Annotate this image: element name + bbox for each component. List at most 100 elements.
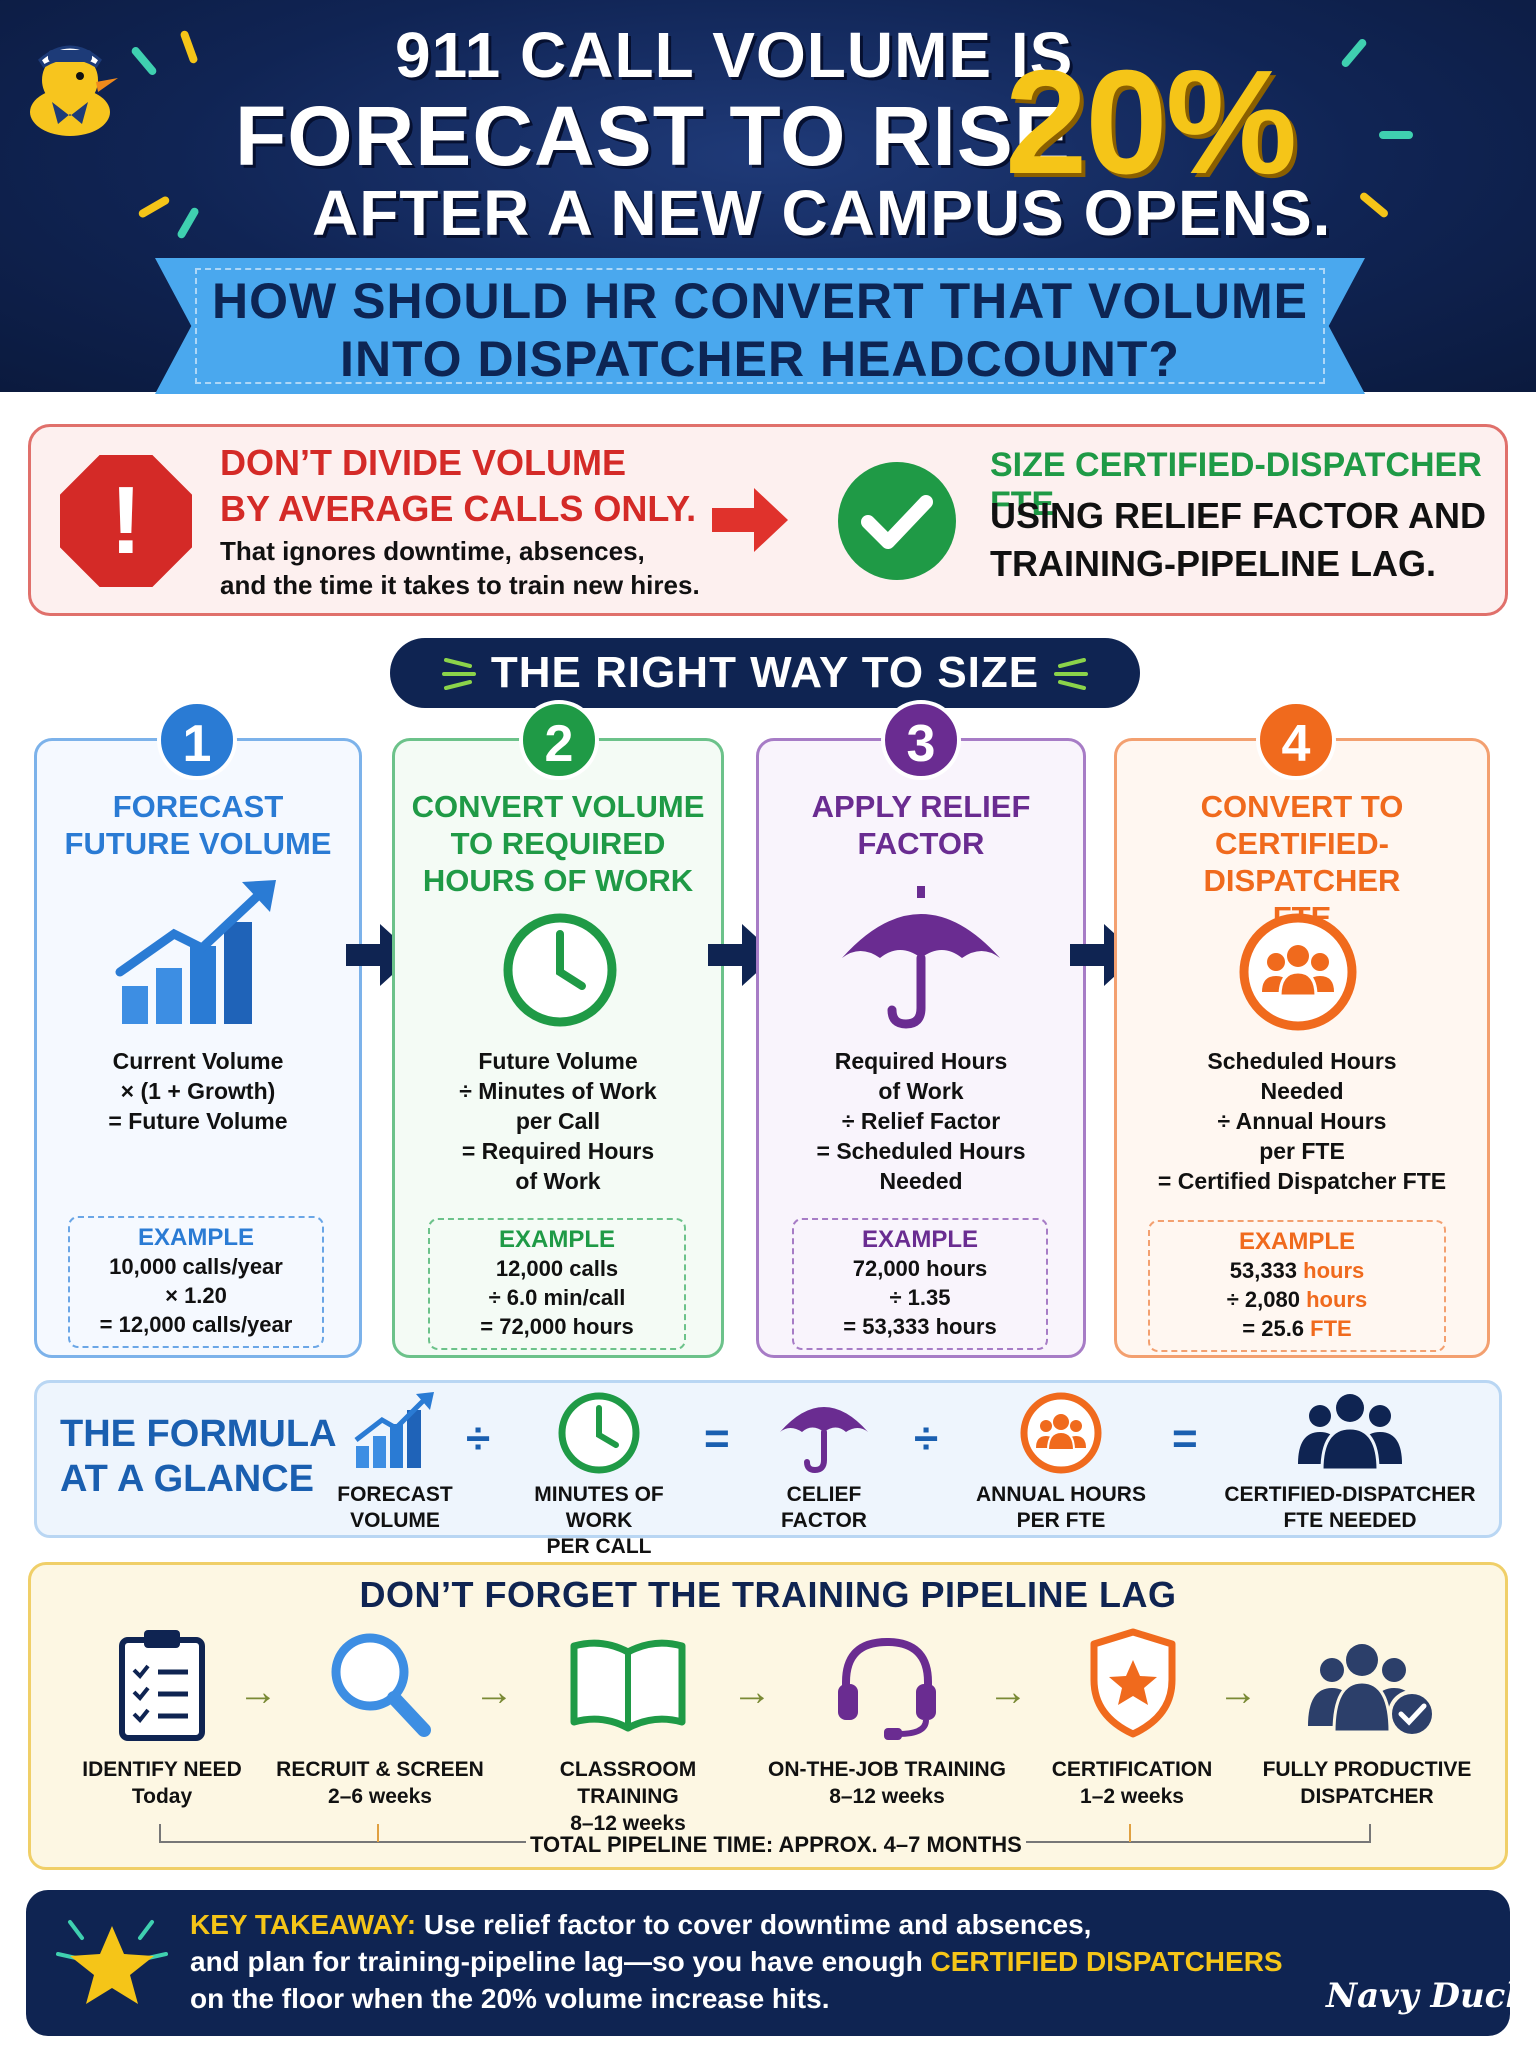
step-4-title-line: CONVERT TO — [1200, 789, 1404, 824]
step-4-title-line: CERTIFIED-DISPATCHER — [1203, 826, 1401, 898]
stage-duration: 2–6 weeks — [328, 1785, 432, 1808]
step-number-2: 2 — [519, 700, 599, 780]
example-label: EXAMPLE — [861, 1226, 978, 1253]
step-card-1 — [34, 738, 362, 1358]
formula-line: = Required Hours — [461, 1138, 655, 1164]
dispatcher-team-icon — [1298, 1394, 1402, 1472]
step-2-title-line: TO REQUIRED — [450, 826, 666, 861]
stage-name: RECRUIT & SCREEN — [276, 1758, 484, 1781]
step-1-title-line: FUTURE VOLUME — [64, 826, 332, 861]
step-2-title: CONVERT VOLUME TO REQUIRED HOURS OF WORK — [400, 788, 716, 899]
step-3-title-line: FACTOR — [857, 826, 985, 861]
wrong-heading-line-2: BY AVERAGE CALLS ONLY. — [220, 488, 697, 529]
step-3-title: APPLY RELIEF FACTOR — [764, 788, 1078, 862]
pipeline-stage-identify: IDENTIFY NEED Today — [64, 1756, 260, 1810]
star-icon — [56, 1920, 168, 2004]
formula-line: Needed — [879, 1168, 963, 1194]
right-approach-heading: SIZE CERTIFIED-DISPATCHER FTE — [990, 446, 1482, 523]
exclamation-icon: ! — [110, 467, 142, 574]
title-line-3: AFTER A NEW CAMPUS OPENS. — [312, 177, 1332, 249]
stage-duration: 8–12 weeks — [829, 1785, 945, 1808]
glance-label-relief-factor: CELIEF FACTOR — [754, 1482, 894, 1534]
step-1-title: FORECAST FUTURE VOLUME — [44, 788, 352, 862]
example-label: EXAMPLE — [498, 1226, 615, 1253]
question-line-2: INTO DISPATCHER HEADCOUNT? — [340, 331, 1180, 387]
rising-bar-chart-icon — [115, 880, 276, 1024]
formula-line: Current Volume — [112, 1048, 284, 1074]
umbrella-icon — [842, 886, 1000, 1029]
glance-label-line: FORECAST — [337, 1483, 453, 1506]
example-unit: FTE — [1304, 1316, 1352, 1341]
equals-operator: = — [1172, 1414, 1198, 1463]
formula-glance-title: THE FORMULA AT A GLANCE — [60, 1412, 337, 1502]
clipboard-icon — [119, 1630, 205, 1741]
sparkle-right-icon — [1054, 658, 1088, 690]
title-line-2: FORECAST TO RISE — [235, 89, 1071, 183]
step-card-3 — [756, 738, 1086, 1358]
step-3-title-line: APPLY RELIEF — [811, 789, 1031, 824]
question-text: HOW SHOULD HR CONVERT THAT VOLUME INTO D… — [155, 272, 1365, 388]
step-2-title-line: CONVERT VOLUME — [411, 789, 705, 824]
example-value: ÷ 2,080 — [1226, 1287, 1300, 1312]
glance-label-line: PER FTE — [1016, 1509, 1106, 1532]
total-pipeline-time: TOTAL PIPELINE TIME: APPROX. 4–7 MONTHS — [526, 1832, 1026, 1858]
example-value: 53,333 — [1229, 1258, 1298, 1283]
stop-sign-icon — [60, 455, 192, 587]
step-3-example-box: EXAMPLE 72,000 hours ÷ 1.35 = 53,333 hou… — [792, 1218, 1048, 1350]
stage-duration: Today — [131, 1785, 193, 1808]
takeaway-line-1: KEY TAKEAWAY: Use relief factor to cover… — [190, 1906, 1283, 1943]
glance-label-annual-hours: ANNUAL HOURS PER FTE — [966, 1482, 1156, 1534]
stage-name: IDENTIFY NEED — [82, 1758, 242, 1781]
sparkle-decoration — [1379, 131, 1413, 139]
wrong-body-line-1: That ignores downtime, absences, — [220, 536, 645, 566]
glance-label-line: MINUTES OF WORK — [534, 1483, 664, 1532]
stage-duration: 1–2 weeks — [1080, 1785, 1184, 1808]
pipeline-stage-classroom: CLASSROOM TRAINING 8–12 weeks — [510, 1756, 746, 1837]
glance-label-line: FACTOR — [781, 1509, 867, 1532]
formula-line: Future Volume — [478, 1048, 638, 1074]
pipeline-stage-on-the-job: ON-THE-JOB TRAINING 8–12 weeks — [766, 1756, 1008, 1810]
formula-line: ÷ Minutes of Work — [459, 1078, 657, 1104]
example-unit: hours — [1297, 1258, 1365, 1283]
red-arrow-icon — [712, 488, 788, 552]
book-icon — [570, 1639, 686, 1732]
takeaway-line-3: on the floor when the 20% volume increas… — [190, 1983, 830, 2014]
takeaway-highlight: CERTIFIED DISPATCHERS — [930, 1946, 1283, 1977]
step-card-4 — [1114, 738, 1490, 1358]
takeaway-line-2: and plan for training-pipeline lag—so yo… — [190, 1943, 1283, 1980]
example-line: ÷ 6.0 min/call — [488, 1285, 626, 1310]
formula-at-a-glance-panel — [34, 1380, 1502, 1538]
formula-line: Required Hours — [834, 1048, 1008, 1074]
clock-icon — [558, 1392, 640, 1474]
example-unit: hours — [1300, 1287, 1368, 1312]
step-4-formula: Scheduled Hours Needed ÷ Annual Hours pe… — [1122, 1046, 1482, 1196]
takeaway-text: and plan for training-pipeline lag—so yo… — [190, 1946, 931, 1977]
takeaway-label: KEY TAKEAWAY: — [190, 1909, 417, 1940]
example-value: = 25.6 — [1242, 1316, 1305, 1341]
ribbon-dashed-border — [195, 268, 1325, 384]
example-line: = 53,333 hours — [843, 1314, 997, 1339]
clock-icon — [503, 913, 617, 1027]
stage-name: CLASSROOM TRAINING — [559, 1758, 697, 1808]
formula-line: × (1 + Growth) — [120, 1078, 276, 1104]
section-title: THE RIGHT WAY TO SIZE — [490, 648, 1040, 697]
title-line-1: 911 CALL VOLUME IS — [395, 19, 1074, 91]
formula-line: = Certified Dispatcher FTE — [1157, 1168, 1447, 1194]
stage-name: ON-THE-JOB TRAINING — [768, 1758, 1006, 1781]
step-4-example-box: EXAMPLE 53,333 hours ÷ 2,080 hours = 25.… — [1148, 1220, 1446, 1352]
umbrella-icon — [780, 1407, 868, 1474]
glance-label-line: ANNUAL HOURS — [976, 1483, 1146, 1506]
step-1-example-box: EXAMPLE 10,000 calls/year × 1.20 = 12,00… — [68, 1216, 324, 1348]
wrong-body-line-2: and the time it takes to train new hires… — [220, 570, 700, 600]
signature-logo: Navy Duck — [1326, 1976, 1529, 2016]
example-line: 53,333 hours — [1150, 1256, 1444, 1285]
question-line-1: HOW SHOULD HR CONVERT THAT VOLUME — [212, 273, 1308, 329]
pipeline-stage-fully-productive: FULLY PRODUCTIVE DISPATCHER — [1250, 1756, 1484, 1810]
example-label: EXAMPLE — [1238, 1228, 1355, 1255]
step-card-2 — [392, 738, 724, 1358]
wrong-approach-body: That ignores downtime, absences, and the… — [220, 534, 700, 602]
example-line: = 72,000 hours — [480, 1314, 634, 1339]
example-label: EXAMPLE — [137, 1224, 254, 1251]
people-group-icon — [1020, 1392, 1102, 1474]
pipeline-arrow: → — [1218, 1670, 1258, 1714]
